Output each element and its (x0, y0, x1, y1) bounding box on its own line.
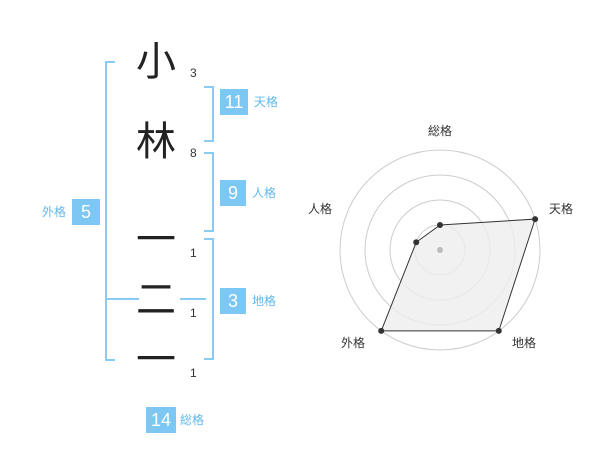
chikaku-bracket (204, 238, 214, 360)
jinkaku-label: 人格 (252, 186, 277, 200)
chikaku-badge: 3 (220, 288, 246, 314)
stroke-count-1: 3 (190, 66, 197, 80)
radar-point-3 (378, 327, 385, 334)
stroke-count-2: 8 (190, 146, 197, 160)
gaikaku-badge: 5 (72, 199, 100, 225)
radar-point-1 (532, 216, 539, 223)
radar-label-gaikaku: 外格 (340, 336, 365, 350)
soukaku-label: 総格 (180, 413, 205, 427)
radar-point-0 (437, 222, 443, 228)
radar-point-4 (413, 239, 420, 246)
radar-point-2 (495, 327, 502, 334)
radar-ring-4 (339, 149, 541, 351)
chikaku-label: 地格 (252, 294, 277, 308)
gaikaku-bracket (105, 61, 115, 361)
stroke-count-4: 1 (190, 306, 197, 320)
name-char-5: 一 (136, 337, 176, 383)
radar-label-jinkaku: 人格 (307, 202, 332, 216)
gaikaku-label: 外格 (42, 205, 67, 219)
stroke-count-5: 1 (190, 366, 197, 380)
name-char-4: 二 (136, 277, 176, 323)
jinkaku-bracket (204, 152, 214, 232)
radar-label-tenkaku: 天格 (548, 202, 573, 216)
radar-series-polygon (380, 218, 536, 332)
soukaku-badge: 14 (146, 407, 176, 433)
tenkaku-badge: 11 (220, 89, 248, 115)
stroke-count-3: 1 (190, 246, 197, 260)
gaikaku-bracket-tick-top (107, 298, 139, 300)
gaikaku-bracket-tick-bottom (180, 298, 206, 300)
radar-label-soukaku: 総格 (427, 124, 452, 138)
name-char-1: 小 (136, 39, 176, 85)
radar-center-dot (437, 247, 443, 253)
tenkaku-label: 天格 (254, 95, 279, 109)
name-char-3: 一 (136, 217, 176, 263)
radar-label-chikaku: 地格 (511, 336, 536, 350)
tenkaku-bracket (204, 86, 214, 142)
jinkaku-badge: 9 (220, 180, 246, 206)
name-char-2: 林 (136, 119, 176, 165)
